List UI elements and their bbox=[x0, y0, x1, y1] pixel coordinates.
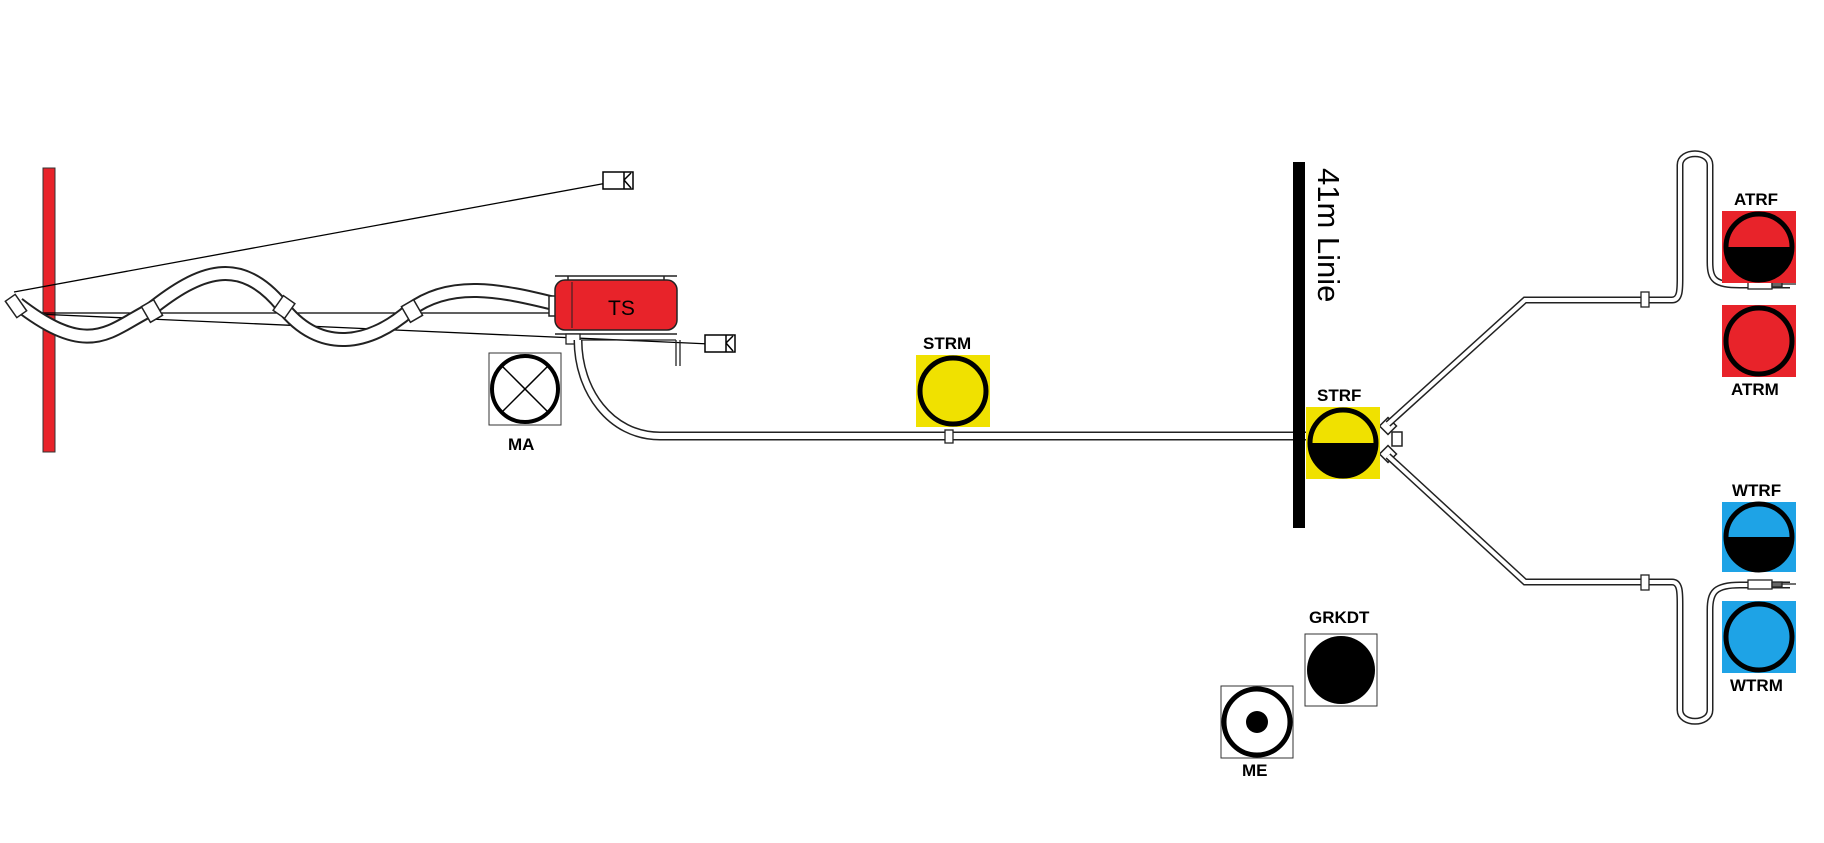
symbol-me bbox=[1220, 685, 1294, 759]
line-41m-bar bbox=[1293, 162, 1305, 528]
symbol-wtrm bbox=[1722, 601, 1796, 673]
symbol-wtrm-label: WTRM bbox=[1730, 676, 1783, 695]
main-hose bbox=[573, 339, 1306, 444]
small-box-top bbox=[602, 171, 634, 190]
symbol-atrf bbox=[1722, 211, 1796, 283]
symbol-ma-label: MA bbox=[508, 435, 534, 454]
symbol-strf bbox=[1306, 407, 1380, 479]
line-to-box-top bbox=[13, 182, 608, 293]
symbol-ma bbox=[488, 352, 562, 426]
wall-bar bbox=[42, 167, 56, 453]
symbol-grkdt-label: GRKDT bbox=[1309, 608, 1370, 627]
branch-couplings bbox=[1640, 291, 1650, 591]
small-box-mid bbox=[704, 334, 736, 353]
symbol-atrm-label: ATRM bbox=[1731, 380, 1779, 399]
pump-ts-label: TS bbox=[608, 297, 635, 320]
symbol-wtrf-label: WTRF bbox=[1732, 481, 1781, 500]
symbol-grkdt bbox=[1304, 633, 1378, 707]
symbol-me-label: ME bbox=[1242, 761, 1268, 780]
hose-couplings bbox=[4, 293, 558, 324]
branch-hoses bbox=[1385, 150, 1790, 725]
symbol-wtrf bbox=[1722, 501, 1796, 573]
symbol-strm-label: STRM bbox=[923, 334, 971, 353]
symbol-strm bbox=[916, 355, 990, 427]
symbol-atrf-label: ATRF bbox=[1734, 190, 1778, 209]
symbol-atrm bbox=[1722, 305, 1796, 377]
line-41m-label: 41m Linie bbox=[1311, 168, 1346, 302]
symbol-strf-label: STRF bbox=[1317, 386, 1361, 405]
pump-ts bbox=[554, 275, 681, 366]
